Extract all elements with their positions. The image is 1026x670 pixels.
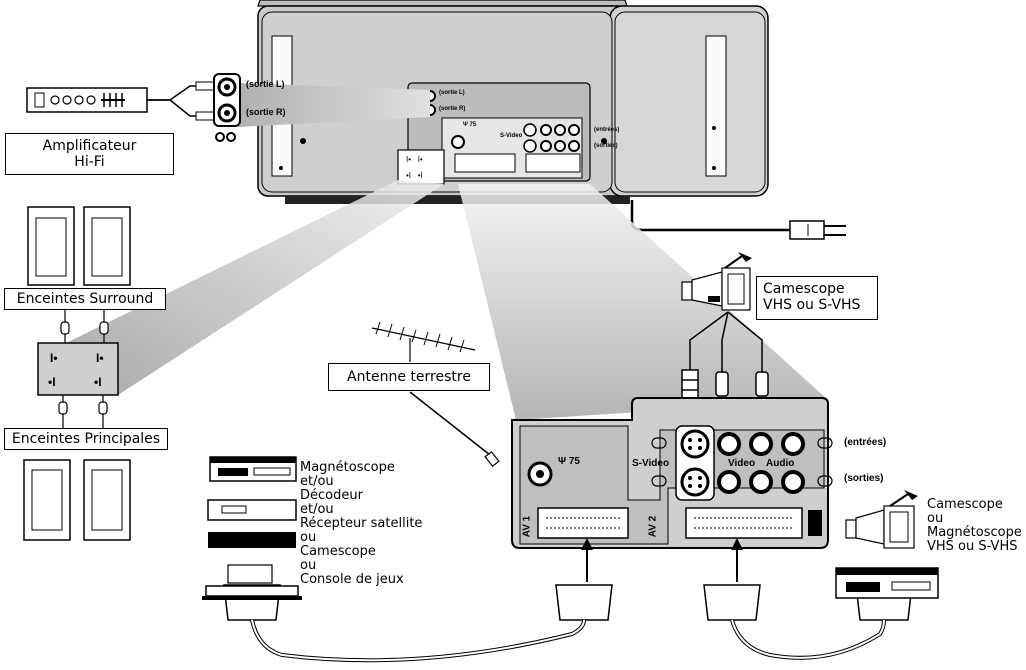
camcorder-right-label: Camescope ou Magnétoscope VHS ou S-VHS	[927, 497, 1022, 554]
amp-sortie-r: (sortie R)	[246, 107, 286, 117]
tv-antenna-label: Ψ 75	[463, 122, 477, 128]
camcorder-top-label: Camescope VHS ou S-VHS	[756, 276, 878, 320]
tv-entrees-label: (entrées)	[594, 127, 620, 133]
vcr-right	[835, 567, 939, 599]
main-speakers	[23, 395, 131, 541]
tv-sortie-r: (sortie R)	[439, 106, 466, 112]
av-panel	[511, 397, 833, 549]
svg-text:I• I•: I• I•	[406, 155, 423, 164]
panel-antenna-label: Ψ 75	[558, 456, 580, 467]
beam-amplifier	[238, 83, 430, 127]
beam-panel	[458, 184, 828, 420]
devices-left	[202, 456, 302, 600]
svg-text:I•: I•	[50, 351, 58, 365]
panel-sorties-label: (sorties)	[844, 473, 884, 484]
camcorder-right	[845, 490, 918, 549]
camcorder-top-cables	[681, 311, 769, 401]
surround-speakers	[27, 206, 131, 345]
amp-sortie-l: (sortie L)	[246, 79, 285, 89]
tv-sortie-l: (sortie L)	[439, 90, 465, 96]
scart-cables	[223, 584, 913, 663]
amplifier-device	[26, 73, 241, 142]
tv-svideo-label: S-Video	[500, 133, 523, 139]
amplifier-label: Amplificateur Hi-Fi	[5, 133, 174, 175]
tv-rear: I• I• •I •I	[257, 0, 769, 204]
main-speakers-label: Enceintes Principales	[4, 428, 168, 450]
svg-text:•I •I: •I •I	[406, 171, 423, 180]
panel-av1-label: AV 1	[521, 515, 533, 538]
panel-audio-label: Audio	[766, 458, 795, 469]
panel-arrows	[581, 538, 743, 582]
speaker-terminal-block: I• I• •I •I	[37, 342, 119, 396]
camcorder-top	[681, 252, 752, 311]
svg-text:•I: •I	[94, 375, 102, 389]
beam-speakers	[62, 180, 444, 395]
svg-text:•I: •I	[48, 375, 56, 389]
surround-speakers-label: Enceintes Surround	[4, 288, 166, 310]
tv-sorties-label: (sorties)	[594, 143, 618, 149]
devices-left-label: Magnétoscope et/ou Décodeur et/ou Récept…	[300, 460, 423, 587]
power-cord	[630, 200, 846, 240]
svg-text:I•: I•	[96, 351, 104, 365]
panel-entrees-label: (entrées)	[844, 437, 887, 448]
panel-av2-label: AV 2	[647, 515, 659, 538]
panel-video-label: Video	[728, 458, 756, 469]
antenna	[371, 321, 500, 468]
antenna-label: Antenne terrestre	[328, 363, 490, 391]
panel-svideo-label: S-Video	[632, 458, 670, 469]
